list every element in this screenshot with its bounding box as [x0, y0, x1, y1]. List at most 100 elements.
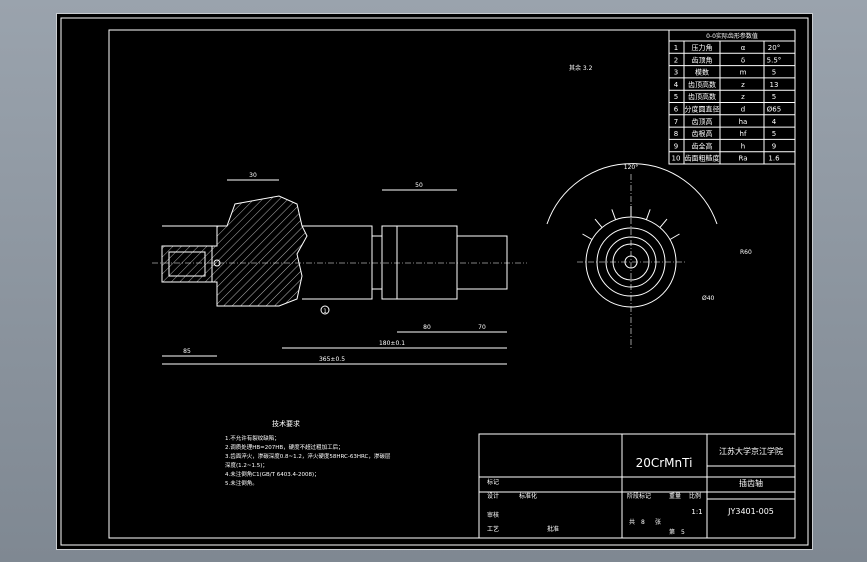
tech-req-line: 5.未注倒角。	[225, 479, 258, 487]
table-cell-name: 齿面粗糙度	[685, 154, 720, 163]
dim-phi: Ø40	[702, 295, 715, 302]
shaft-body-outline	[302, 225, 508, 300]
table-cell-val: 13	[770, 81, 779, 89]
dim-radius: R60	[740, 249, 752, 256]
tb-audit: 审核	[487, 511, 499, 519]
sheet-label: 张	[655, 518, 661, 526]
table-cell-no: 8	[674, 130, 678, 138]
gear-sector-arc	[546, 163, 718, 225]
drawing-canvas: 0-0实际齿形参数值 1 压力角 α 20° 2 齿顶角 δ 5.5° 3 模数 m 5 4 齿顶高数 z 1…	[60, 17, 809, 546]
outer-border	[60, 17, 809, 546]
table-cell-val: 9	[772, 142, 776, 150]
table-cell-no: 10	[672, 155, 681, 163]
detail-ref: 1	[323, 308, 327, 315]
table-cell-no: 9	[674, 142, 678, 150]
material: 20CrMnTi	[636, 456, 693, 470]
tech-requirements: 技术要求 1.不允许有裂纹缺陷；2.调质处理HB=207HB，硬度不超过粗加工后…	[225, 419, 391, 487]
tb-standard: 标准化	[519, 492, 537, 500]
gear-tooth	[611, 209, 617, 220]
table-cell-name: 齿顶高数	[688, 92, 716, 101]
table-cell-no: 4	[674, 81, 679, 89]
gear-tooth	[669, 233, 680, 240]
dim-left: 85	[183, 348, 191, 355]
tb-process: 工艺	[487, 525, 499, 533]
table-cell-no: 7	[674, 118, 678, 126]
scale: 1:1	[691, 508, 702, 516]
table-cell-val: 1.6	[768, 155, 780, 163]
table-cell-val: 5	[772, 69, 776, 77]
tb-weight: 重量	[669, 492, 681, 500]
dim-top: 30	[249, 172, 257, 179]
shaft-view: 365±0.5 180±0.1 85 80 70 30 50 1 其余 3.2	[152, 64, 593, 365]
dim-right: 70	[478, 324, 486, 331]
detail-ref-circle	[320, 305, 330, 315]
sheet-count: 8	[641, 519, 645, 526]
table-cell-no: 5	[674, 93, 678, 101]
gear-tooth	[645, 209, 651, 220]
inner-border	[108, 29, 796, 539]
tech-req-line: 深度(1.2~1.5)；	[225, 461, 268, 469]
school: 江苏大学京江学院	[719, 446, 783, 456]
table-cell-no: 6	[674, 106, 679, 114]
tech-req-line: 1.不允许有裂纹缺陷；	[225, 434, 280, 442]
param-table: 0-0实际齿形参数值 1 压力角 α 20° 2 齿顶角 δ 5.5° 3 模数 m 5 4 齿顶高数 z 1…	[668, 29, 796, 165]
dim-gear-angle: 120°	[624, 164, 638, 171]
tech-req-line: 2.调质处理HB=207HB，硬度不超过粗加工后；	[225, 443, 344, 451]
table-cell-val: 5.5°	[767, 56, 782, 64]
table-cell-sym: hf	[740, 130, 747, 138]
table-cell-val: 5	[772, 93, 776, 101]
dim-mid: 80	[423, 324, 431, 331]
table-cell-sym: z	[741, 81, 745, 89]
shaft-bore	[161, 245, 213, 283]
table-cell-no: 3	[674, 69, 678, 77]
title-block: 20CrMnTi 江苏大学京江学院 插齿轴 JY3401-005 1:1 标记 …	[478, 433, 796, 539]
table-cell-val: 20°	[768, 44, 780, 52]
table-cell-sym: d	[741, 106, 745, 114]
gear-view: 120° R60 Ø40	[546, 163, 752, 349]
tb-ratio: 比例	[689, 492, 701, 500]
gear-teeth	[582, 206, 680, 240]
tech-req-title: 技术要求	[272, 419, 300, 428]
tech-req-line: 3.齿面淬火，渗碳深度0.8~1.2，淬火硬度58HRC-63HRC，渗碳层	[225, 452, 391, 460]
table-cell-name: 分度圆直径	[685, 105, 720, 114]
dim-top2: 50	[415, 182, 423, 189]
table-cell-sym: h	[741, 142, 745, 150]
gear-tooth	[582, 233, 593, 240]
table-cell-name: 模数	[695, 68, 709, 77]
table-cell-name: 齿顶角	[692, 55, 713, 64]
tb-approve: 批准	[547, 525, 559, 533]
gear-tooth	[659, 218, 668, 228]
shaft-bore-inner	[168, 251, 206, 277]
table-cell-sym: m	[740, 69, 747, 77]
tb-design: 设计	[487, 492, 499, 500]
table-cell-name: 齿全高	[692, 141, 713, 150]
table-cell-sym: α	[741, 44, 746, 52]
table-cell-name: 齿根高	[692, 129, 713, 138]
dim-overall: 365±0.5	[319, 356, 345, 363]
tb-sheet: 第	[669, 528, 675, 536]
drawing-viewport[interactable]: 0-0实际齿形参数值 1 压力角 α 20° 2 齿顶角 δ 5.5° 3 模数 m 5 4 齿顶高数 z 1…	[56, 13, 813, 550]
part-name: 插齿轴	[739, 478, 763, 488]
tb-total: 共	[629, 518, 635, 526]
table-cell-sym: δ	[741, 56, 745, 64]
sheet-index: 5	[681, 529, 685, 536]
drawing-no: JY3401-005	[727, 507, 774, 516]
table-cell-sym: Ra	[739, 155, 748, 163]
shaft-section-hatch	[161, 195, 308, 307]
table-cell-name: 压力角	[692, 43, 713, 52]
table-cell-sym: ha	[739, 118, 748, 126]
gear-tooth	[594, 218, 603, 228]
roughness-note: 其余 3.2	[569, 64, 593, 72]
tb-stage-mark: 阶段标记	[627, 492, 651, 500]
table-cell-no: 2	[674, 56, 678, 64]
tech-req-line: 4.未注倒角C1(GB/T 6403.4-2008)；	[225, 470, 320, 478]
table-cell-val: 4	[772, 118, 777, 126]
bore-hole-mark	[213, 259, 221, 267]
table-cell-no: 1	[674, 44, 678, 52]
dim-main: 180±0.1	[379, 340, 405, 347]
tb-mark: 标记	[487, 478, 499, 486]
table-cell-val: 5	[772, 130, 776, 138]
table-cell-sym: z	[741, 93, 745, 101]
param-table-title: 0-0实际齿形参数值	[706, 32, 758, 40]
table-cell-name: 齿顶高数	[688, 80, 716, 89]
